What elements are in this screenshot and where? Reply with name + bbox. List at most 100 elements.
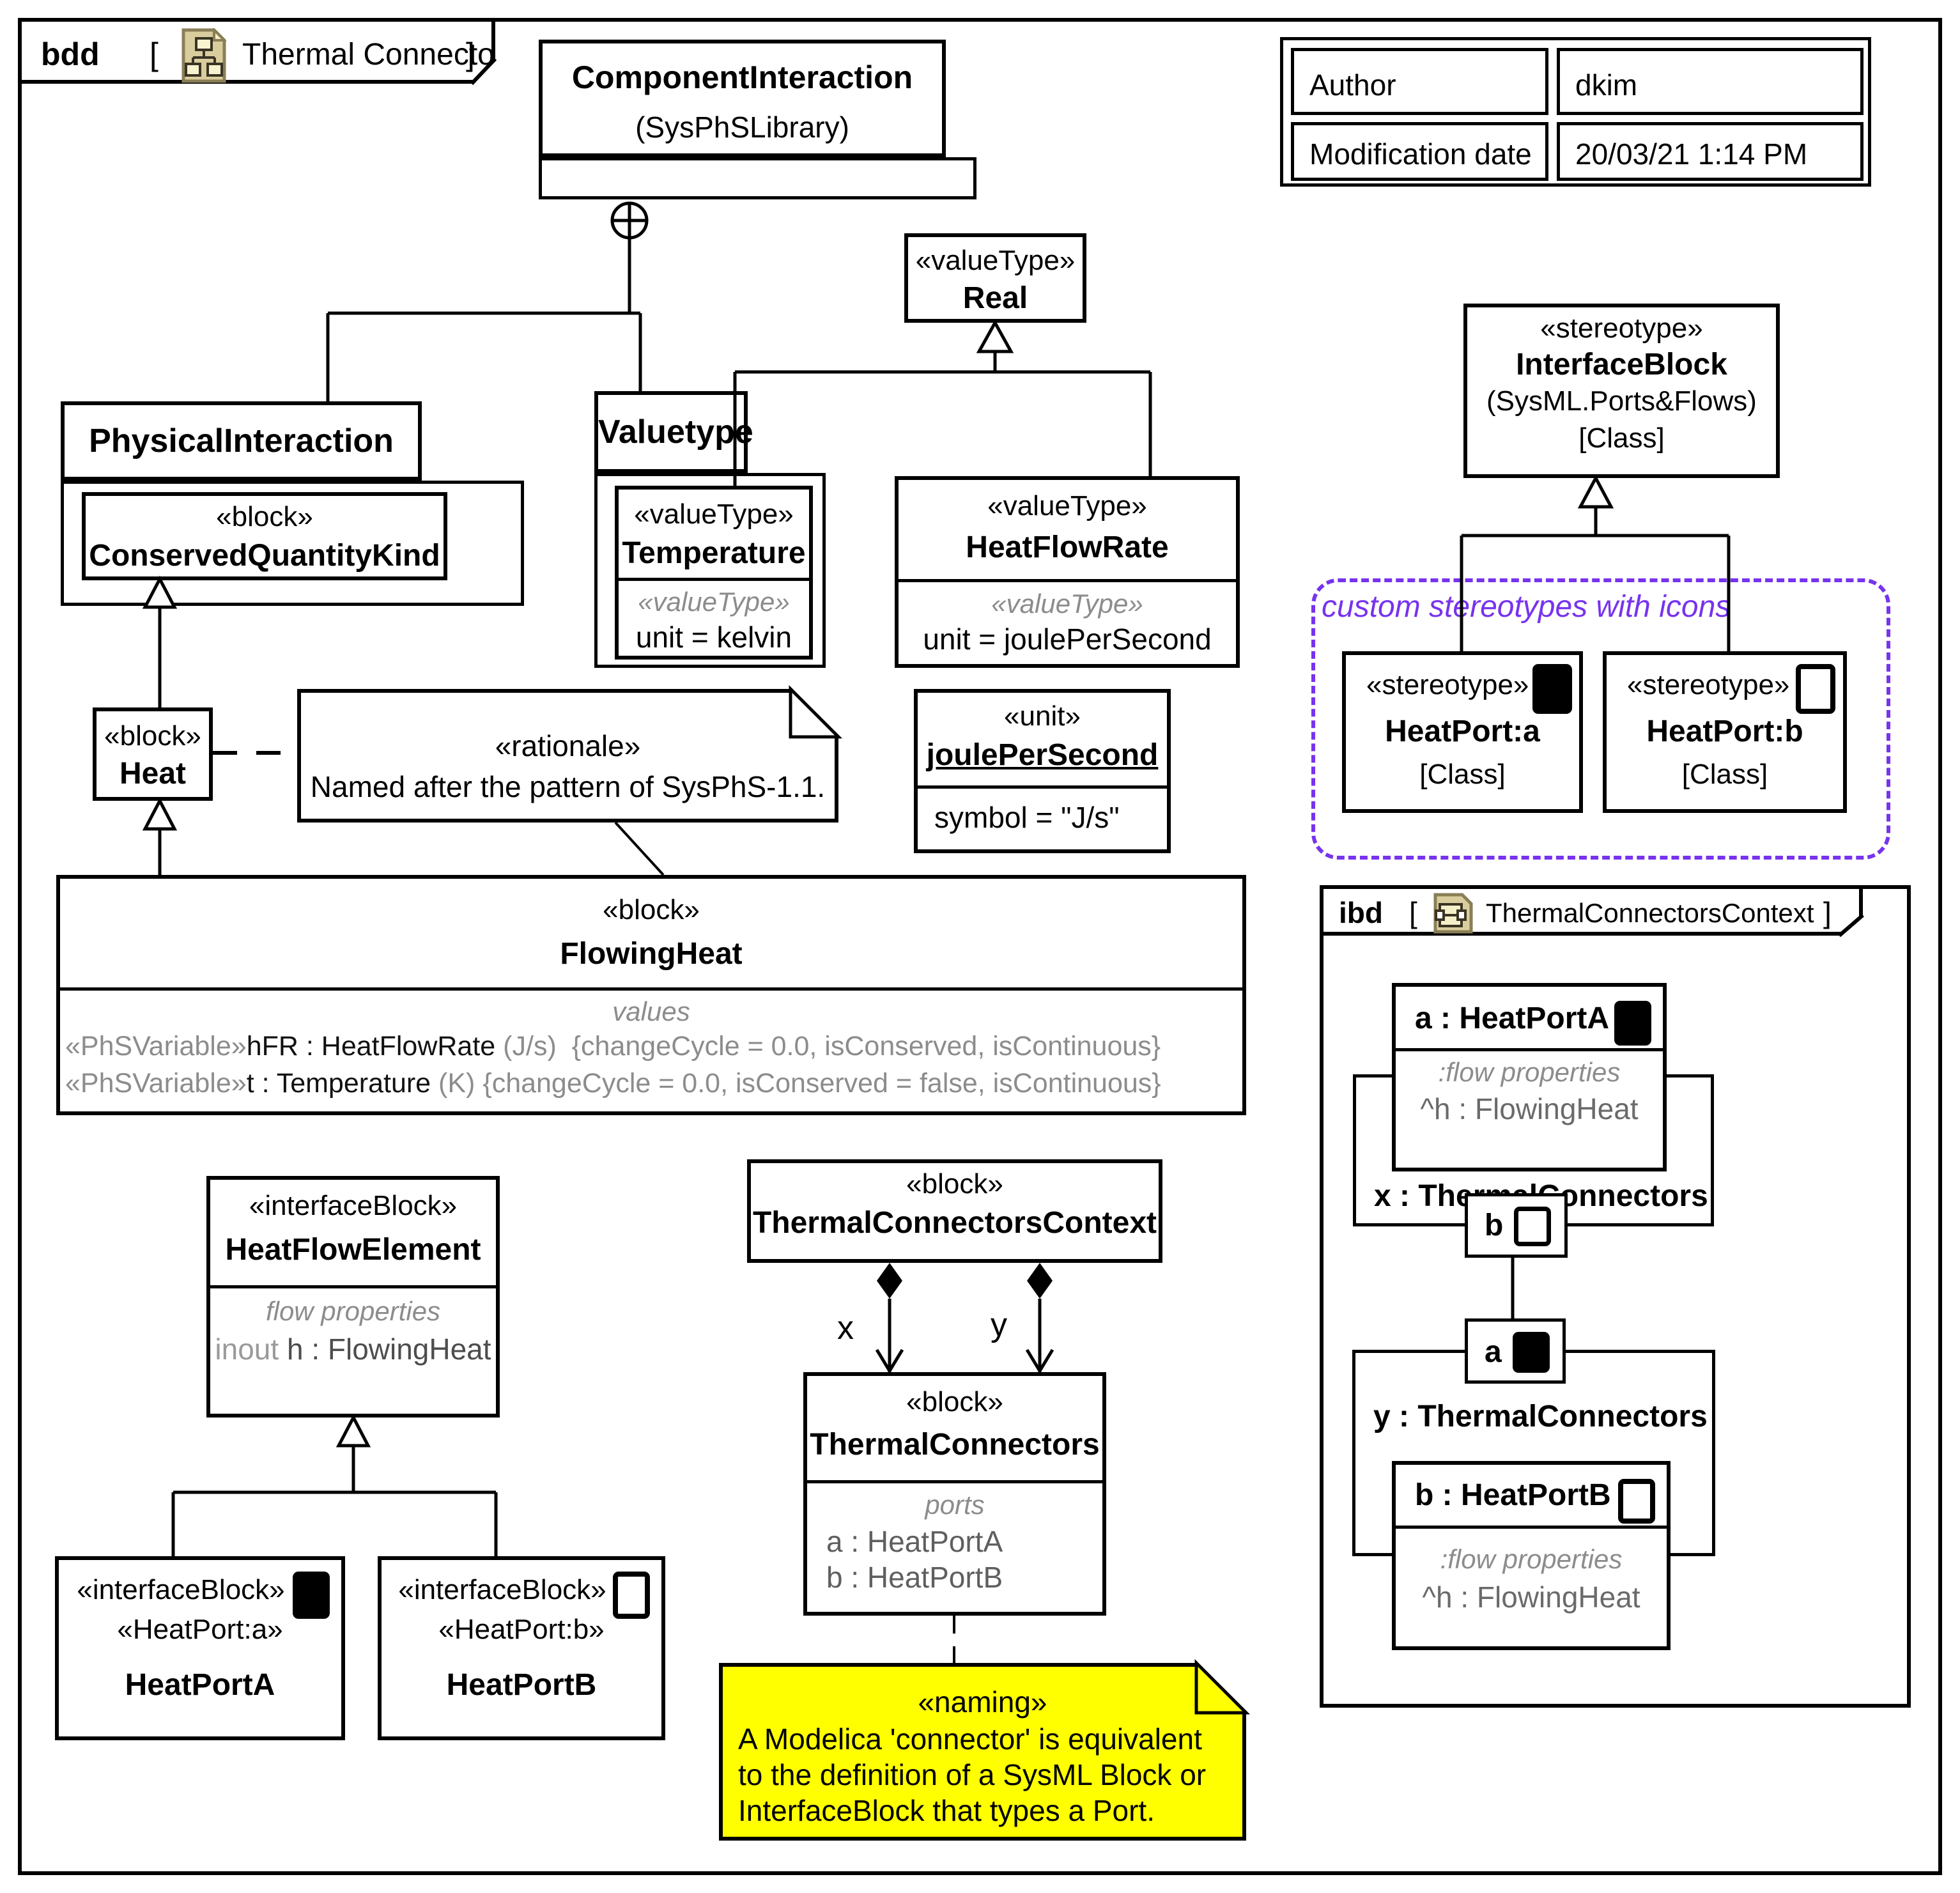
unit-symbol: symbol = "J/s" [934, 801, 1120, 834]
composition-role-x: x [837, 1310, 854, 1347]
applied-stereotype-label: «HeatPort:b» [438, 1614, 605, 1645]
note-stereotype: «naming» [918, 1685, 1047, 1719]
package-name: Valuetype [598, 413, 753, 451]
note-stereotype: «rationale» [495, 729, 641, 762]
block-thermal-connectors-context[interactable]: «block» ThermalConnectorsContext [747, 1159, 1162, 1263]
block-thermal-connectors[interactable]: «block» ThermalConnectors ports a : Heat… [803, 1372, 1106, 1616]
composition-role-y: y [991, 1306, 1007, 1343]
block-name: HeatPortB [446, 1668, 597, 1702]
package-name: PhysicalInteraction [89, 422, 394, 460]
block-name: HeatFlowElement [225, 1233, 481, 1267]
port-label: a [1485, 1335, 1502, 1369]
block-name: FlowingHeat [560, 937, 743, 971]
stereotype-label: «block» [216, 501, 313, 532]
stereotype-label: «block» [104, 720, 201, 752]
bracket-close: ] [1823, 896, 1832, 929]
package-physical-interaction-title[interactable]: PhysicalInteraction [61, 401, 422, 481]
block-component-interaction-compartment [539, 157, 976, 199]
metaclass-label: [Class] [1681, 759, 1768, 790]
port-line-b: b : HeatPortB [826, 1561, 1003, 1594]
block-name: HeatPort:b [1646, 715, 1803, 748]
compartment-stereotype: «valueType» [991, 589, 1143, 619]
bracket-open: [ [1409, 896, 1417, 929]
unit-attribute: unit = joulePerSecond [923, 622, 1212, 656]
stereotype-label: «stereotype» [1540, 313, 1703, 344]
block-real[interactable]: «valueType» Real [904, 233, 1086, 323]
block-conserved-quantity-kind[interactable]: «block» ConservedQuantityKind [82, 492, 447, 580]
unit-joule-per-second[interactable]: «unit» joulePerSecond symbol = "J/s" [914, 689, 1171, 853]
block-component-interaction[interactable]: ComponentInteraction (SysPhSLibrary) [539, 40, 946, 157]
port-b-small[interactable]: b [1465, 1193, 1568, 1258]
stereotype-label: «unit» [1004, 700, 1081, 732]
stereotype-heatport-b[interactable]: «stereotype» HeatPort:b [Class] [1603, 651, 1847, 813]
metadata-table: Author dkim Modification date 20/03/21 1… [1280, 37, 1871, 187]
unit-name: joulePerSecond [926, 738, 1159, 772]
note-text-line1: A Modelica 'connector' is equivalent [738, 1722, 1202, 1756]
diagram-kind-label: ibd [1339, 896, 1383, 929]
metaclass-label: [Class] [1578, 422, 1665, 454]
block-heat-flow-rate[interactable]: «valueType» HeatFlowRate «valueType» uni… [895, 476, 1240, 668]
block-heat[interactable]: «block» Heat [93, 707, 213, 801]
block-heat-flow-element[interactable]: «interfaceBlock» HeatFlowElement flow pr… [206, 1176, 500, 1418]
port-label: b [1485, 1209, 1504, 1242]
custom-stereotypes-group [1311, 578, 1890, 860]
stereotype-label: «block» [906, 1386, 1003, 1418]
diagram-tab-ibd[interactable]: ibd [ ThermalConnectorsContext ] [1320, 885, 1863, 936]
diagram-name: Thermal Connectors [242, 38, 520, 72]
block-temperature[interactable]: «valueType» Temperature «valueType» unit… [615, 486, 813, 660]
note-text-line2: to the definition of a SysML Block or [738, 1758, 1207, 1791]
stereotype-heatport-a[interactable]: «stereotype» HeatPort:a [Class] [1342, 651, 1583, 813]
block-name: ThermalConnectorsContext [752, 1206, 1157, 1240]
stereotype-label: «interfaceBlock» [249, 1190, 458, 1221]
port-a-heatporta[interactable]: a : HeatPortA :flow properties ^h : Flow… [1392, 983, 1667, 1171]
block-name: Temperature [622, 536, 806, 570]
custom-stereotypes-label: custom stereotypes with icons [1322, 590, 1731, 624]
heatport-b-hollow-square-icon [1618, 1479, 1655, 1524]
port-name: a : HeatPortA [1415, 1001, 1610, 1035]
block-flowing-heat[interactable]: «block» FlowingHeat values «PhSVariable»… [56, 875, 1246, 1115]
compartment-label-values: values [612, 996, 690, 1026]
block-name: Real [962, 281, 1028, 315]
ibd-diagram-icon [1433, 893, 1474, 936]
stereotype-label: «block» [603, 894, 700, 925]
compartment-label-ports: ports [925, 1490, 985, 1520]
package-valuetype-title[interactable]: Valuetype [594, 391, 753, 473]
flow-property-line: ^h : FlowingHeat [1420, 1092, 1639, 1125]
port-a-filled-square-icon [1513, 1332, 1550, 1373]
stereotype-label: «valueType» [987, 490, 1147, 522]
port-b-heatportb[interactable]: b : HeatPortB :flow properties ^h : Flow… [1392, 1461, 1671, 1650]
metadata-cell-date-value: 20/03/21 1:14 PM [1557, 122, 1864, 181]
port-line-a: a : HeatPortA [826, 1525, 1003, 1558]
stereotype-label: «valueType» [915, 245, 1076, 276]
heatport-a-filled-square-icon [293, 1572, 330, 1619]
metadata-cell-author-label: Author [1291, 48, 1548, 115]
bracket-close: ] [466, 36, 475, 72]
block-heatport-b[interactable]: «interfaceBlock» «HeatPort:b» HeatPortB [378, 1556, 665, 1740]
stereotype-label: «interfaceBlock» [398, 1574, 606, 1605]
metadata-cell-date-label: Modification date [1291, 122, 1548, 181]
diagram-tab-bdd[interactable]: bdd [ Thermal Connectors ] [18, 18, 495, 84]
block-name: Heat [119, 757, 187, 791]
diagram-name: ThermalConnectorsContext [1486, 898, 1814, 928]
compartment-label-flow-properties: :flow properties [1440, 1544, 1623, 1574]
port-a-small[interactable]: a [1465, 1318, 1566, 1384]
heatport-a-filled-square-icon [1532, 664, 1572, 714]
block-heatport-a[interactable]: «interfaceBlock» «HeatPort:a» HeatPortA [55, 1556, 345, 1740]
flow-property-line: ^h : FlowingHeat [1422, 1580, 1640, 1614]
note-naming[interactable]: «naming» A Modelica 'connector' is equiv… [719, 1663, 1246, 1841]
stereotype-interface-block[interactable]: «stereotype» InterfaceBlock (SysML.Ports… [1463, 304, 1780, 478]
bdd-diagram-icon [181, 27, 228, 84]
heatport-b-hollow-square-icon [613, 1572, 650, 1619]
compartment-stereotype: «valueType» [638, 587, 790, 617]
value-line-t: «PhSVariable»t : Temperature (K) {change… [65, 1068, 1161, 1099]
part-label: y : ThermalConnectors [1373, 1400, 1708, 1433]
block-name: HeatPortA [125, 1668, 275, 1702]
note-rationale[interactable]: «rationale» Named after the pattern of S… [297, 689, 838, 823]
applied-stereotype-label: «HeatPort:a» [117, 1614, 283, 1645]
bracket-open: [ [150, 36, 158, 72]
value-line-hfr: «PhSVariable»hFR : HeatFlowRate (J/s) {c… [65, 1031, 1161, 1062]
block-name: ThermalConnectors [810, 1428, 1100, 1462]
diagram-kind-label: bdd [41, 36, 100, 72]
block-name: InterfaceBlock [1516, 348, 1727, 382]
metadata-cell-author-value: dkim [1557, 48, 1864, 115]
